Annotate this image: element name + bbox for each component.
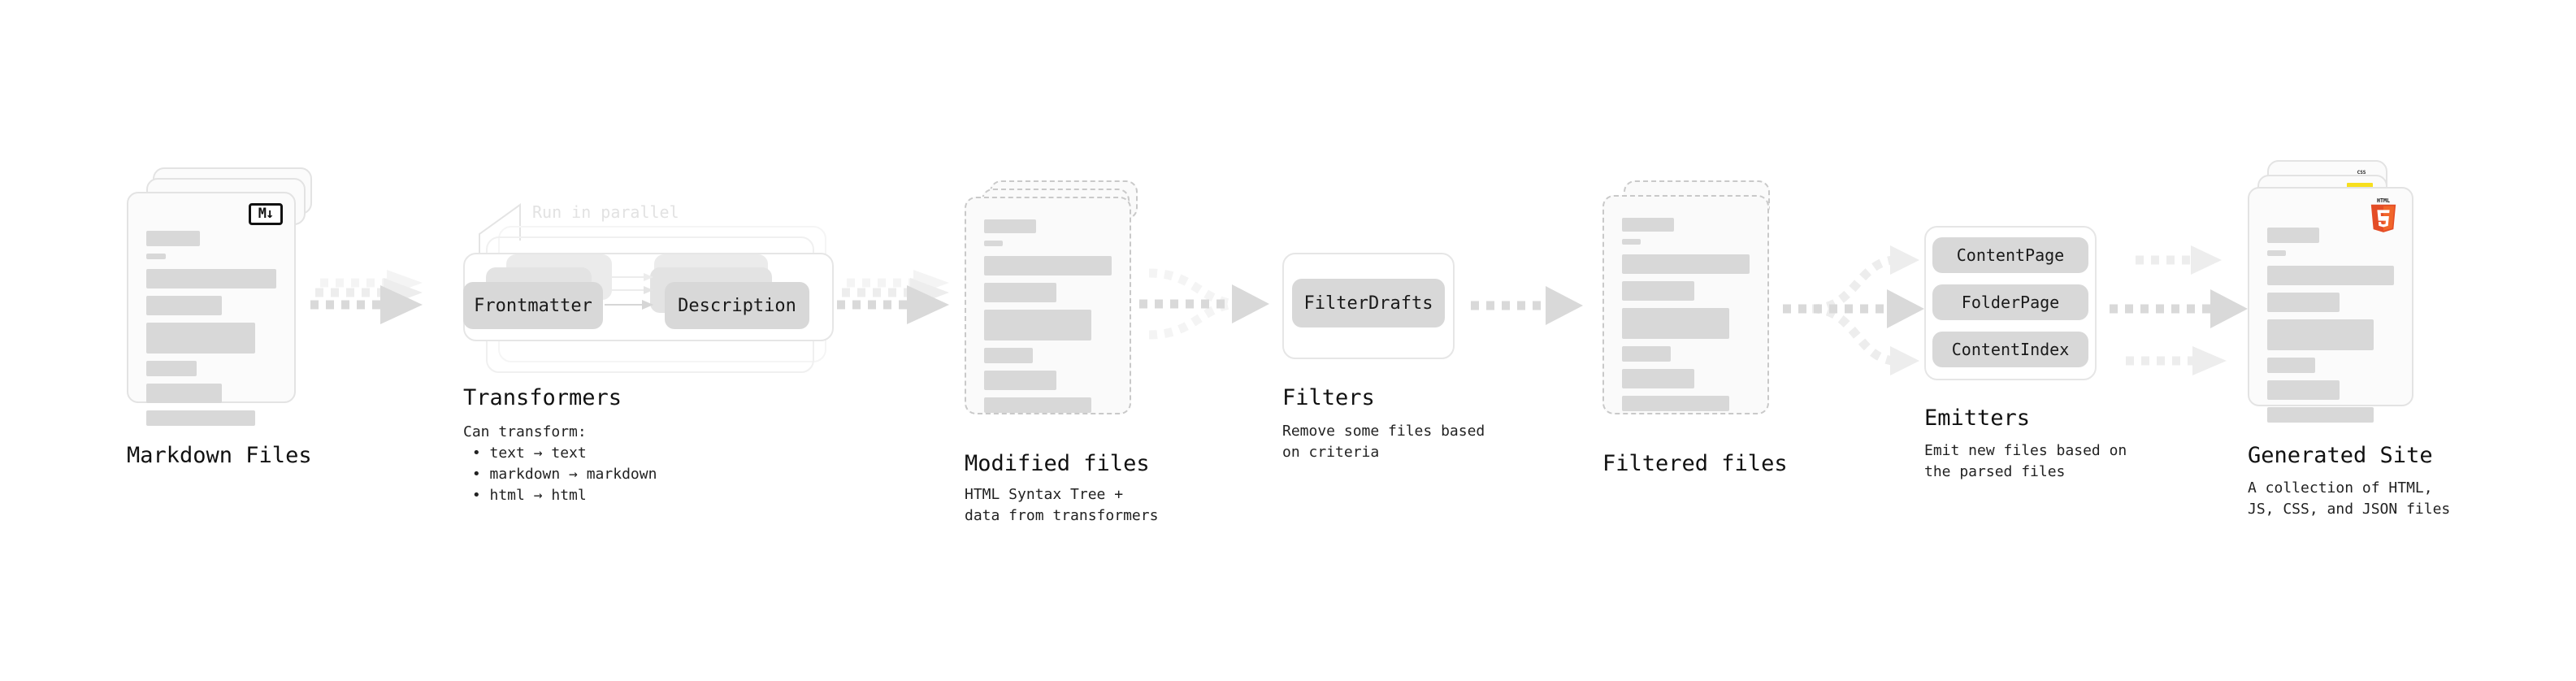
generated-site-subtitle: A collection of HTML, JS, CSS, and JSON … xyxy=(2248,479,2451,518)
arrow-transformers-to-modified xyxy=(837,270,949,324)
filter-box-filterdrafts[interactable]: FilterDrafts xyxy=(1292,279,1445,327)
run-in-parallel-annotation: Run in parallel xyxy=(532,202,679,222)
emitters-title: Emitters xyxy=(1924,406,2031,431)
filtered-file-card-front xyxy=(1602,195,1769,414)
markdown-file-card-front: M↓ xyxy=(127,192,296,426)
markdown-badge-icon: M↓ xyxy=(249,203,283,225)
modified-file-content xyxy=(984,219,1112,420)
arrow-filtered-to-emitters xyxy=(1783,245,1924,375)
modified-files-title: Modified files xyxy=(965,451,1150,476)
filtered-file-content xyxy=(1622,218,1750,419)
run-in-parallel-leader xyxy=(479,203,521,257)
transformer-box-frontmatter[interactable]: Frontmatter xyxy=(463,282,603,329)
generated-site-title: Generated Site xyxy=(2248,443,2433,468)
transformer-box-description[interactable]: Description xyxy=(665,282,809,329)
emitter-box-contentindex[interactable]: ContentIndex xyxy=(1932,332,2088,367)
html5-badge-icon: HTML xyxy=(2370,197,2396,232)
svg-text:HTML: HTML xyxy=(2377,197,2390,204)
modified-files-subtitle: HTML Syntax Tree + data from transformer… xyxy=(965,486,1159,524)
arrow-emitters-to-site xyxy=(2110,245,2248,375)
arrow-modified-to-filters xyxy=(1139,268,1269,340)
emitters-subtitle: Emit new files based on the parsed files xyxy=(1924,442,2127,480)
site-file-content xyxy=(2267,228,2394,430)
modified-file-card-front xyxy=(965,197,1131,414)
site-file-card-html: HTML xyxy=(2248,187,2413,423)
markdown-file-content xyxy=(146,231,276,433)
transformers-title: Transformers xyxy=(463,385,622,410)
emitter-box-folderpage[interactable]: FolderPage xyxy=(1932,284,2088,320)
arrow-markdown-to-transformers xyxy=(310,270,423,324)
arrow-filters-to-filtered xyxy=(1471,286,1583,325)
transformer-internal-arrows xyxy=(605,273,653,310)
emitter-box-contentpage[interactable]: ContentPage xyxy=(1932,237,2088,273)
transformers-subtitle: Can transform: • text → text • markdown … xyxy=(463,423,657,504)
markdown-files-title: Markdown Files xyxy=(127,443,312,468)
filters-subtitle: Remove some files based on criteria xyxy=(1282,423,1485,461)
filtered-files-title: Filtered files xyxy=(1602,451,1788,476)
filters-title: Filters xyxy=(1282,385,1375,410)
